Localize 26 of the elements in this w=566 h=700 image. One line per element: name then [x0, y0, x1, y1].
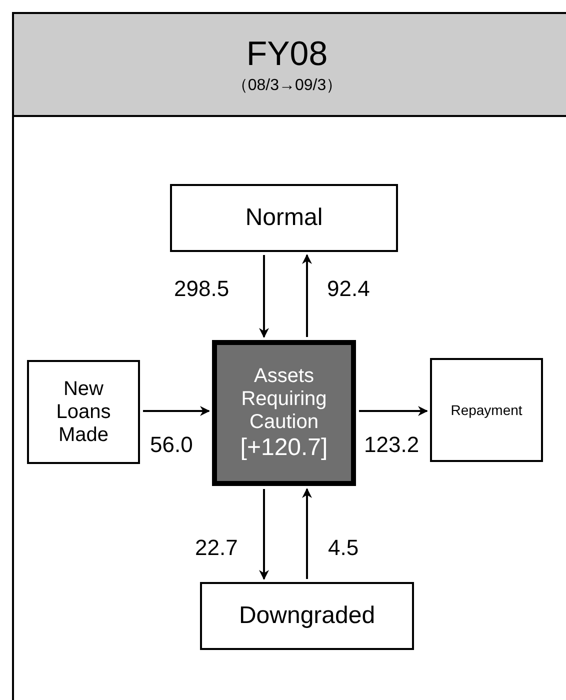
flow-value: 298.5: [174, 278, 230, 300]
period-label: （08/3→09/3）: [232, 76, 342, 96]
arrow: [143, 406, 210, 416]
flow-value: 22.7: [195, 537, 238, 559]
flow-value: 123.2: [364, 434, 420, 456]
category-box: [200, 582, 414, 650]
flow-value: 56.0: [150, 434, 193, 456]
arrow: [302, 254, 312, 337]
box-label: Repayment: [450, 400, 522, 420]
panel-frame: [12, 12, 566, 700]
box-label: Downgraded: [238, 601, 376, 631]
box-label: Assets Requiring Caution: [240, 364, 328, 434]
flow-value: 4.5: [328, 537, 359, 559]
focus-box: [212, 340, 356, 486]
category-box: [170, 184, 398, 252]
box-label: Normal: [245, 203, 323, 233]
category-box: [430, 358, 543, 462]
arrow: [302, 488, 312, 579]
arrow: [259, 255, 269, 338]
flow-value: 92.4: [327, 278, 370, 300]
arrow: [259, 489, 269, 580]
arrow: [359, 406, 428, 416]
panel-title: FY08: [246, 34, 328, 76]
box-label: New Loans Made: [55, 378, 112, 446]
category-box: [27, 360, 140, 464]
change-value: [+120.7]: [240, 434, 328, 462]
